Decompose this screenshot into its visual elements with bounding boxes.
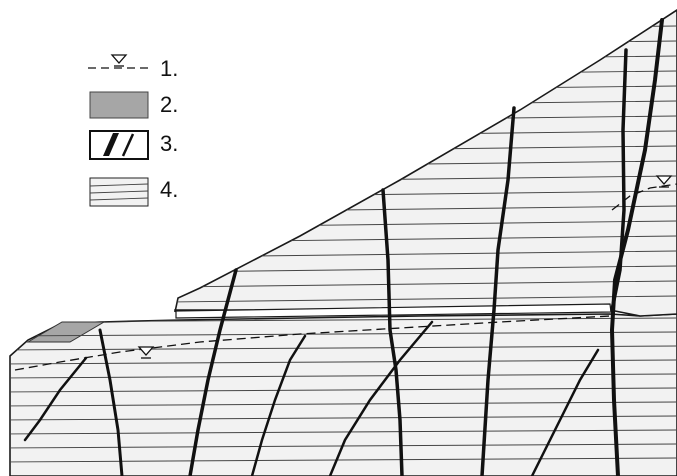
groundwater-levels <box>14 183 677 371</box>
fractures <box>23 18 664 476</box>
legend: 1. 2. 3. 4. <box>88 54 178 207</box>
lower-rock-mass <box>9 313 677 476</box>
fracture <box>480 106 516 476</box>
fracture <box>530 348 600 476</box>
fracture <box>250 334 307 476</box>
legend-label: 1. <box>160 56 178 81</box>
legend-item-1: 1. <box>88 54 178 81</box>
water-level-triangle-icon <box>655 175 673 185</box>
fracture <box>188 268 238 476</box>
upper-rock-mass <box>174 9 677 317</box>
legend-item-4: 4. <box>89 177 178 207</box>
groundwater-markers <box>137 175 673 359</box>
legend-label: 4. <box>160 177 178 202</box>
fracture <box>328 320 434 476</box>
water-level-triangle-icon <box>110 54 128 64</box>
fracture <box>381 188 404 476</box>
legend-item-2: 2. <box>89 91 178 119</box>
fracture <box>610 48 628 312</box>
legend-item-3: 3. <box>89 130 178 160</box>
legend-label: 3. <box>160 131 178 156</box>
open-crack-gap <box>175 303 612 319</box>
legend-label: 2. <box>160 92 178 117</box>
water-level-triangle-icon <box>137 346 155 356</box>
fracture <box>23 356 88 442</box>
gray-deposit <box>26 321 106 343</box>
